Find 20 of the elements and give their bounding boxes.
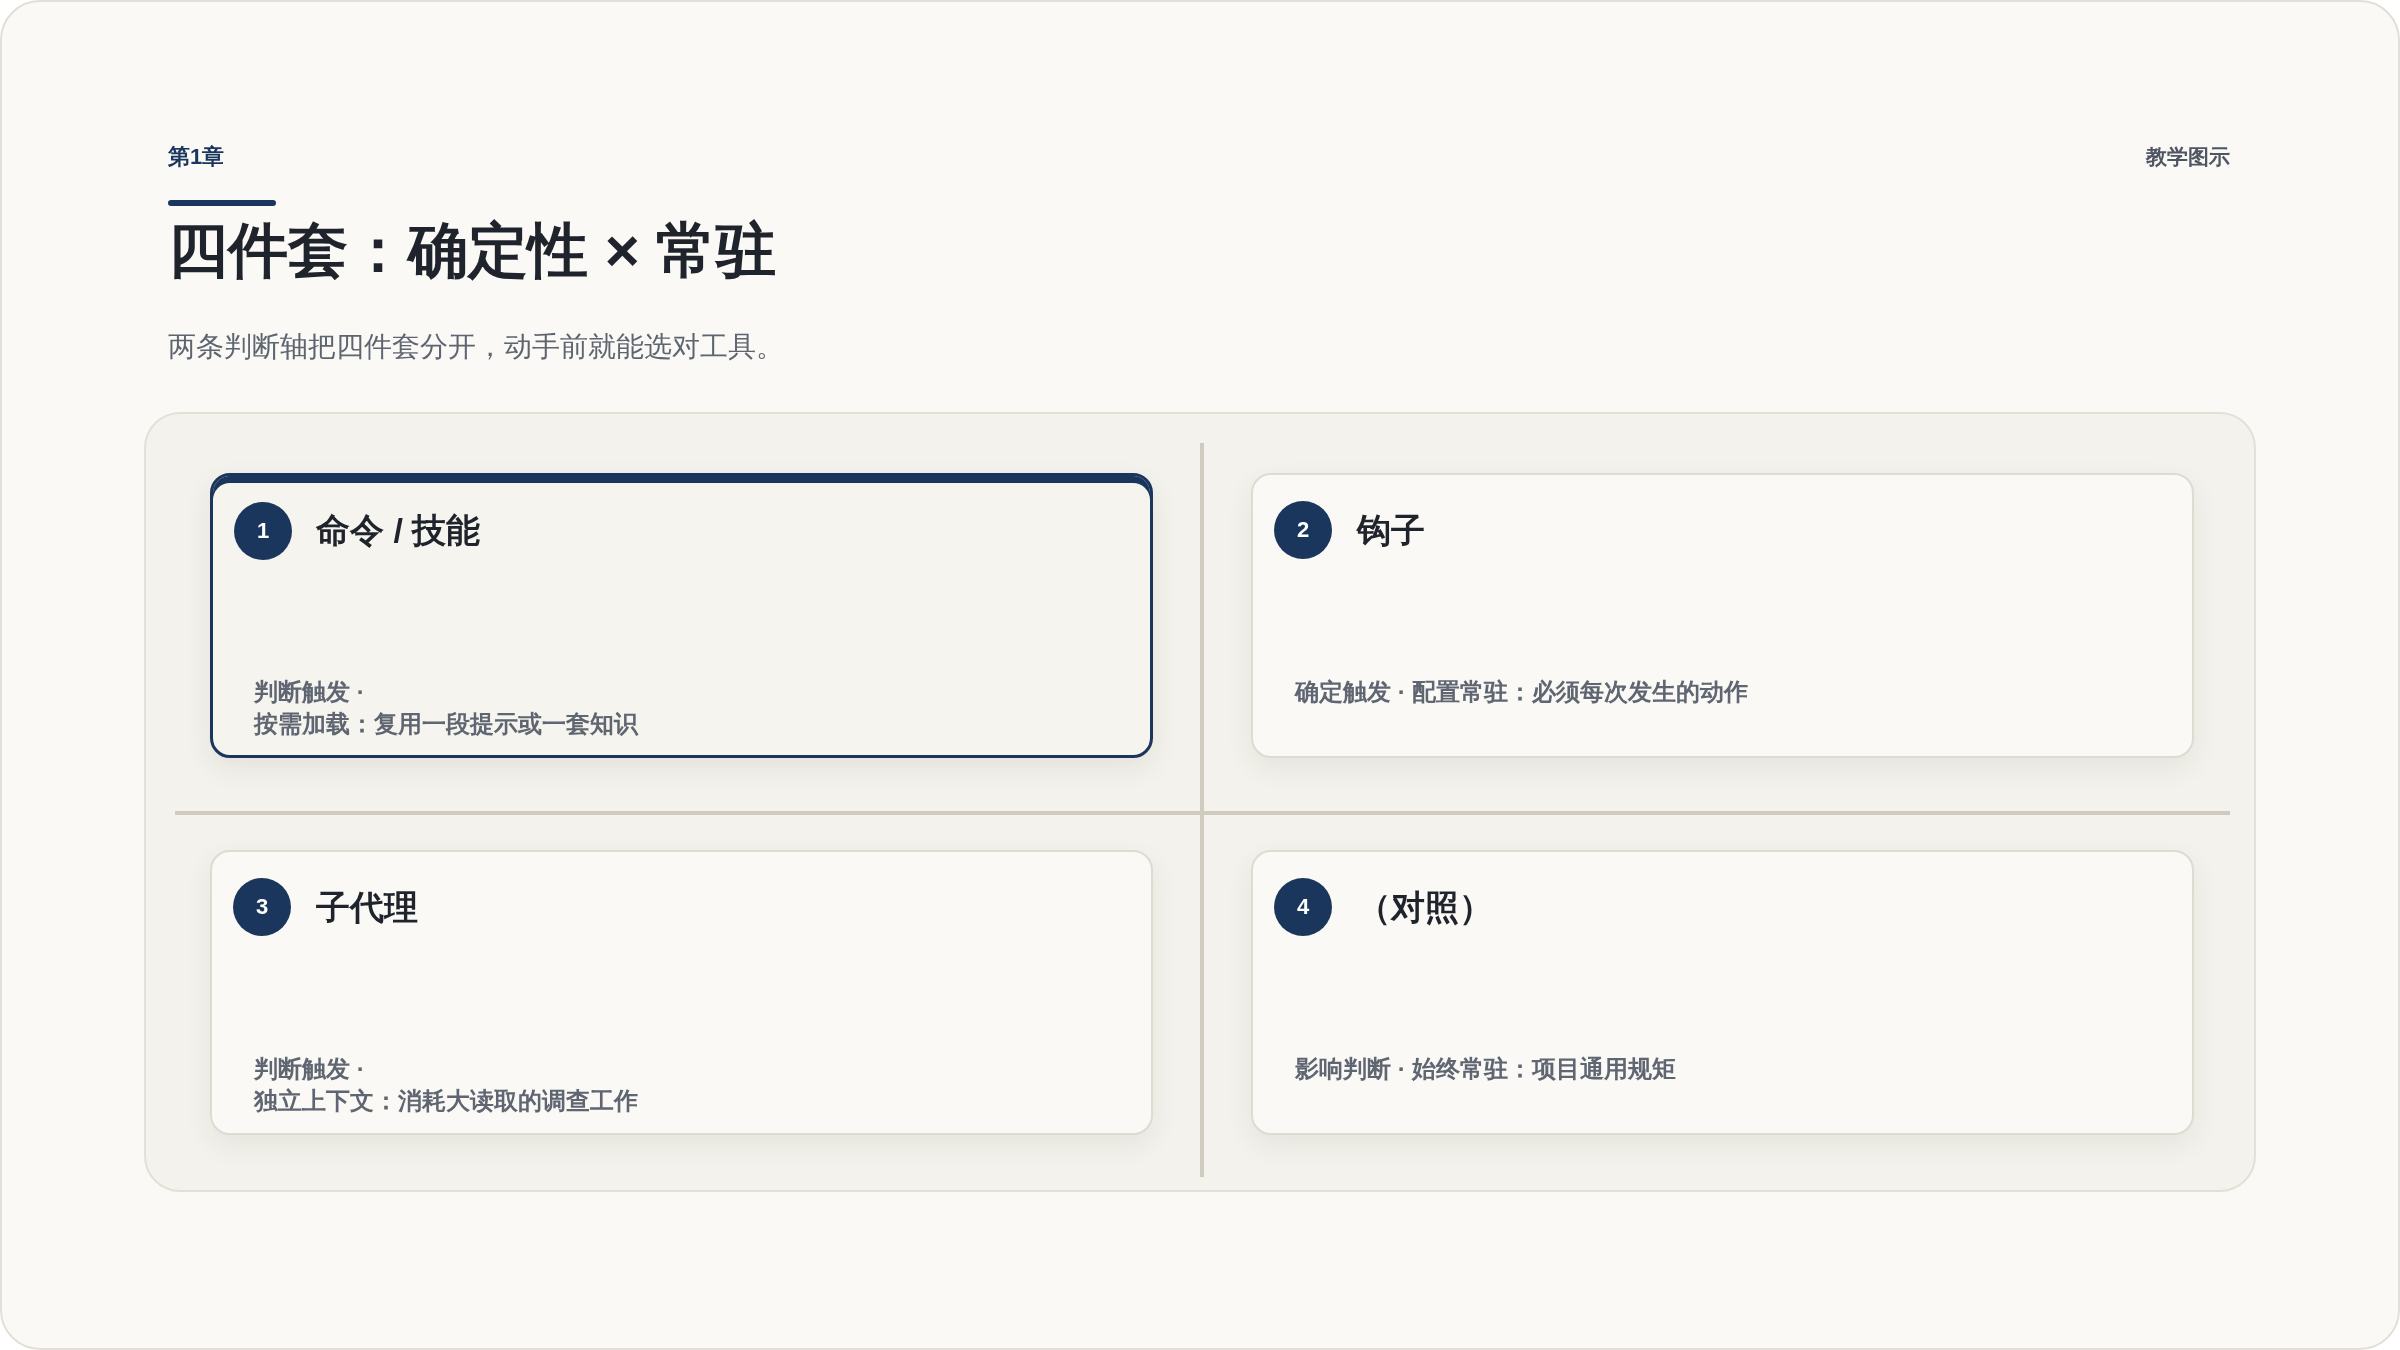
- quadrant-card: [210, 850, 1153, 1135]
- card-heading: （对照）: [1357, 887, 1493, 928]
- card-heading: 子代理: [316, 887, 418, 928]
- card-heading: 钩子: [1357, 510, 1425, 551]
- page-title: 四件套：确定性 × 常驻: [168, 216, 777, 286]
- card-description: 判断触发 · 按需加载：复用一段提示或一套知识: [254, 677, 640, 739]
- quadrant-card: [1251, 850, 2194, 1135]
- quadrant-card: [1251, 473, 2194, 758]
- number-badge: 1: [234, 502, 292, 560]
- number-badge: 3: [233, 878, 291, 936]
- card-heading: 命令 / 技能: [316, 510, 481, 551]
- card-description: 影响判断 · 始终常驻：项目通用规矩: [1295, 1054, 1677, 1084]
- number-badge: 2: [1274, 501, 1332, 559]
- chapter-label: 第1章: [168, 143, 225, 171]
- number-badge: 4: [1274, 878, 1332, 936]
- card-description: 确定触发 · 配置常驻：必须每次发生的动作: [1295, 677, 1749, 707]
- quadrant-card: [210, 473, 1153, 758]
- card-description: 判断触发 · 独立上下文：消耗大读取的调查工作: [254, 1054, 639, 1116]
- subtitle: 两条判断轴把四件套分开，动手前就能选对工具。: [168, 330, 784, 364]
- figure-type-label: 教学图示: [2146, 144, 2230, 170]
